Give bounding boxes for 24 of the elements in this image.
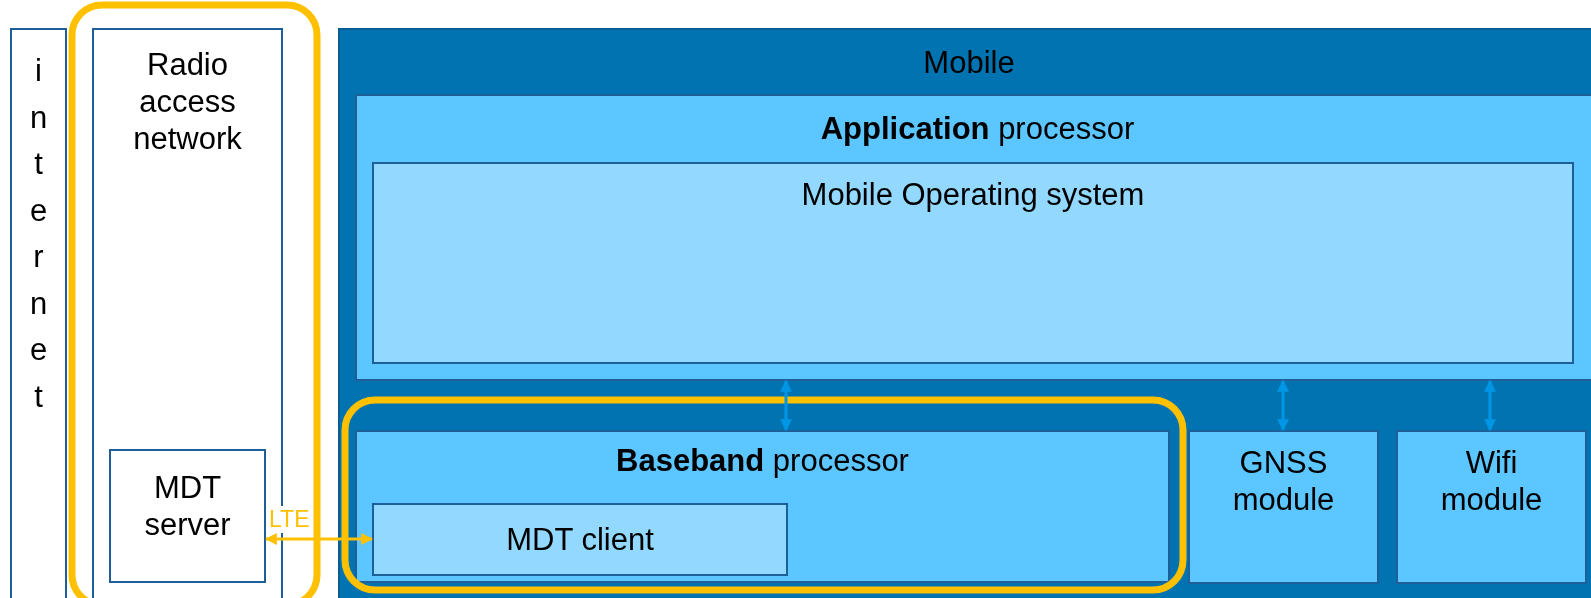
vertical-label: internet — [29, 52, 48, 416]
processor-box — [355, 94, 1591, 381]
edge-label: LTE — [268, 506, 311, 533]
system-box — [372, 162, 1574, 364]
module-box — [1188, 430, 1379, 584]
node-label: Mobile — [922, 44, 1016, 82]
server-box — [109, 449, 266, 583]
double-arrow — [264, 533, 374, 545]
node-label: GNSS module — [1231, 444, 1336, 519]
device-panel — [338, 28, 1591, 598]
module-box — [1396, 430, 1587, 584]
double-arrow — [1484, 379, 1496, 432]
column-box — [10, 28, 67, 598]
processor-box — [355, 430, 1170, 583]
node-label: Wifi module — [1439, 444, 1544, 519]
node-label: Baseband processor — [615, 442, 910, 480]
node-label: MDT client — [505, 521, 655, 559]
node-label: Radio access network — [132, 46, 243, 158]
client-box — [372, 503, 788, 576]
double-arrow — [780, 379, 792, 432]
node-label: Mobile Operating system — [800, 176, 1146, 214]
node-label: MDT server — [143, 469, 232, 544]
node-label: Application processor — [819, 110, 1136, 148]
double-arrow — [1277, 379, 1289, 432]
